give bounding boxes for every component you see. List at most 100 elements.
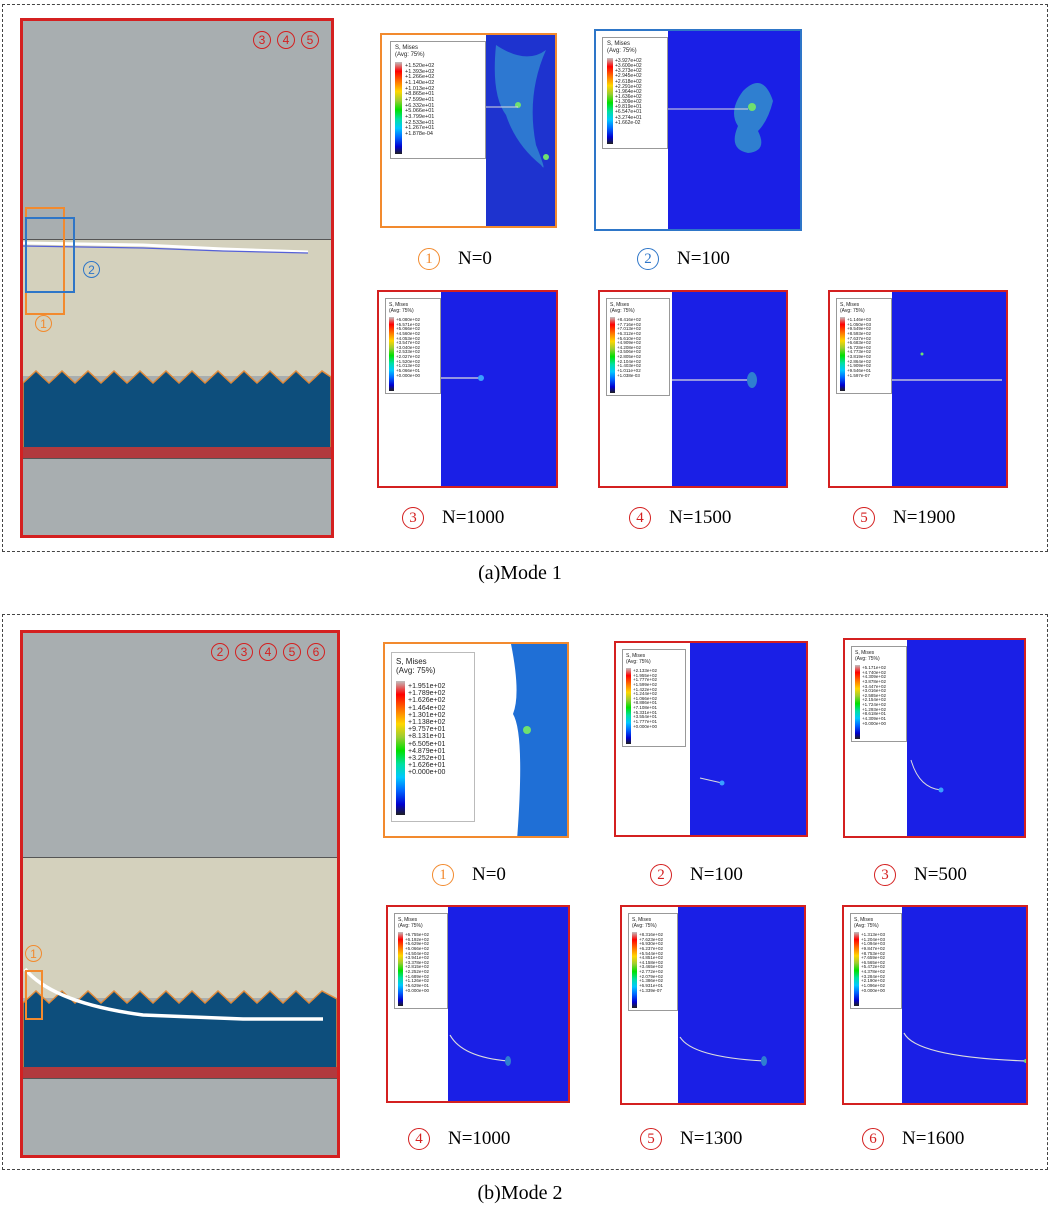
legend-value: +7.659e+02 — [861, 955, 886, 961]
legend-value: +6.237e+02 — [639, 945, 664, 951]
legend-value: +1.878e-04 — [405, 130, 433, 137]
mode2-model: 2 3 4 5 6 1 — [20, 630, 340, 1158]
legend-value: +7.623e+02 — [639, 936, 664, 942]
legend-value: +8.416e+02 — [617, 317, 642, 322]
legend-value: +3.378e+02 — [405, 959, 430, 965]
legend-value: +5.066e+02 — [405, 945, 430, 951]
legend-value: +1.126e+02 — [405, 978, 430, 984]
legend-values: +6.755e+02+6.192e+02+5.629e+02+5.066e+02… — [405, 932, 430, 993]
legend-values: +3.927e+02+3.600e+02+3.273e+02+2.945e+02… — [615, 58, 642, 126]
legend-value: +1.013e+02 — [396, 363, 421, 369]
legend-value: +2.027e+02 — [396, 354, 421, 359]
legend-title: S, Mises — [395, 45, 419, 51]
legend-value: +1.293e+02 — [862, 706, 887, 712]
legend-value: +1.777e+02 — [633, 677, 658, 683]
model-tag: 5 — [301, 31, 319, 49]
legend-value: +5.066e+01 — [396, 367, 421, 373]
legend-value: +6.332e+01 — [405, 102, 435, 109]
legend-value: +2.772e+02 — [639, 969, 664, 974]
legend-value: +2.079e+02 — [639, 973, 664, 979]
upper-layer — [23, 21, 331, 240]
legend-value: +3.284e+02 — [861, 973, 886, 979]
snapshot-image: S, Mises (Avg: 75%) +1.313e+03+1.204e+03… — [842, 905, 1028, 1105]
legend-value: +1.386e+02 — [639, 978, 664, 984]
legend-value: +1.951e+02 — [408, 683, 446, 690]
snapshot-image: S, Mises (Avg: 75%) +2.133e+02+1.955e+02… — [614, 641, 808, 837]
region-marker-1 — [25, 970, 43, 1020]
legend-value: +1.626e+02 — [408, 697, 446, 705]
legend-value: +7.599e+01 — [405, 96, 435, 103]
legend-value: +3.274e+01 — [615, 114, 642, 121]
legend-value: +3.799e+01 — [405, 113, 435, 120]
legend-value: +2.805e+02 — [617, 354, 642, 359]
legend-value: +1.050e+03 — [847, 321, 872, 327]
region-marker-1-tag: 1 — [25, 945, 42, 962]
legend-value: +8.753e+02 — [861, 950, 886, 956]
snapshot-label: 2 N=100 — [650, 864, 743, 886]
mode1-frame — [2, 4, 1048, 552]
legend-values: +8.316e+02+7.623e+02+6.930e+02+6.237e+02… — [639, 932, 664, 993]
legend-values: +8.416e+02+7.716e+02+7.013e+02+6.312e+02… — [617, 317, 642, 378]
legend-value: +2.815e+02 — [405, 964, 430, 970]
crack-path — [23, 967, 323, 1021]
legend-value: +4.309e+02 — [862, 674, 887, 680]
legend-value: +1.403e+02 — [617, 363, 642, 369]
legend-value: +6.683e+02 — [847, 340, 872, 346]
legend-value: +5.331e+01 — [633, 709, 658, 715]
legend-value: +9.819e+01 — [615, 104, 642, 111]
legend-value: +1.955e+02 — [633, 672, 658, 678]
snapshot-image: S, Mises (Avg: 75%) +1.146e+03+1.050e+03… — [828, 290, 1008, 488]
model-tag: 4 — [259, 643, 277, 661]
legend-value: +2.618e+02 — [615, 78, 642, 85]
legend-value: +8.316e+02 — [639, 932, 664, 937]
legend-values: +6.080e+02+5.571e+02+5.066e+02+4.560e+02… — [396, 317, 421, 378]
region-marker-2 — [25, 217, 75, 293]
legend-value: +5.066e+01 — [405, 108, 435, 115]
snapshot-image: S, Mises (Avg: 75%) +8.416e+02+7.716e+02… — [598, 290, 788, 488]
snapshot-label: 5 N=1900 — [853, 507, 955, 529]
legend-value: +1.267e+01 — [405, 125, 435, 132]
snapshot-image: S, Mises (Avg: 75%) +1.951e+02+1.789e+02… — [383, 642, 569, 838]
legend-value: +1.599e+02 — [633, 681, 658, 687]
model-tag: 6 — [307, 643, 325, 661]
legend-value: +4.560e+02 — [396, 330, 421, 336]
legend-value: +6.547e+01 — [615, 109, 642, 116]
legend-value: +7.108e+01 — [633, 705, 658, 710]
legend-value: +3.506e+02 — [617, 349, 642, 355]
legend-value: +1.301e+02 — [408, 711, 446, 719]
legend-value: +0.000e+00 — [861, 987, 886, 993]
legend-value: +1.094e+03 — [861, 941, 886, 947]
snapshot-image: S, Mises (Avg: 75%) +5.171e+02+4.740e+02… — [843, 638, 1026, 838]
legend-value: +5.171e+02 — [862, 665, 887, 670]
upper-layer — [23, 633, 337, 858]
lower-layer — [23, 1078, 337, 1155]
mode2-frame — [2, 614, 1048, 1170]
legend-value: +9.757e+01 — [408, 726, 446, 734]
legend-value: +5.629e+02 — [405, 941, 430, 947]
legend-value: +6.080e+02 — [396, 317, 421, 322]
mode2-caption: (b)Mode 2 — [477, 1182, 563, 1204]
legend-value: +1.066e+02 — [633, 695, 658, 701]
model-tag: 5 — [283, 643, 301, 661]
snapshot-image: S, Mises (Avg: 75%) +1.520e+02+1.393e+02… — [380, 33, 557, 228]
legend-value: +1.096e+02 — [861, 982, 886, 988]
snapshot-label: 6 N=1600 — [862, 1128, 964, 1150]
snapshot-image: S, Mises (Avg: 75%) +6.755e+02+6.192e+02… — [386, 905, 570, 1103]
legend-value: +4.208e+02 — [617, 344, 642, 350]
legend-value: +0.000e+00 — [633, 723, 658, 729]
model-tag: 3 — [235, 643, 253, 661]
legend-value: +1.138e+02 — [408, 719, 446, 727]
lower-layer — [23, 458, 331, 535]
legend-value: +1.464e+02 — [408, 704, 446, 712]
legend-value: +1.636e+02 — [615, 93, 642, 100]
legend-value: +8.865e+01 — [405, 91, 435, 98]
legend-values: +1.520e+02+1.393e+02+1.266e+02+1.140e+02… — [405, 63, 435, 138]
legend-value: +1.597e-07 — [847, 372, 870, 378]
legend-value: +1.204e+03 — [861, 936, 886, 942]
legend-value: +4.909e+02 — [617, 340, 642, 346]
legend-value: +1.393e+02 — [405, 68, 435, 75]
snapshot-label: 3 N=500 — [874, 864, 967, 886]
legend-value: +3.927e+02 — [615, 58, 642, 64]
legend-value: +4.851e+02 — [639, 955, 664, 961]
snapshot-label: 1 N=0 — [432, 864, 506, 886]
